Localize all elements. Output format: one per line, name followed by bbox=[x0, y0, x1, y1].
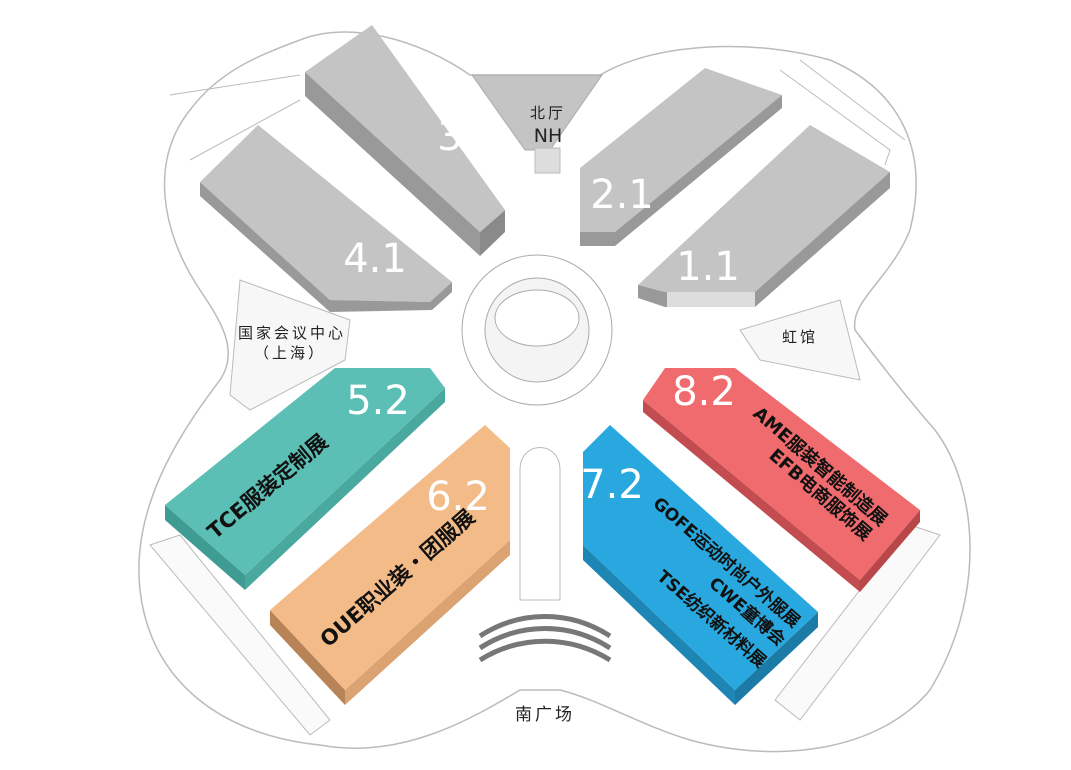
central-rotunda bbox=[461, 254, 613, 406]
north-hall-en-label: NH bbox=[534, 125, 563, 147]
north-hall-cn-label: 北厅 bbox=[530, 104, 566, 122]
side-wing-right bbox=[739, 299, 861, 381]
convention-center-label-2: （上海） bbox=[254, 344, 326, 362]
hall-8.2-number: 8.2 bbox=[672, 369, 736, 415]
bottom-right-wing bbox=[774, 524, 941, 721]
hall-5.2-number: 5.2 bbox=[346, 378, 410, 424]
hall-5.2[interactable]: 5.2 TCE服装定制展 bbox=[165, 368, 445, 590]
hall-4.1[interactable]: 4.1 bbox=[200, 125, 452, 312]
hall-1.1[interactable]: 1.1 bbox=[638, 125, 890, 307]
hall-6.2-number: 6.2 bbox=[426, 474, 490, 520]
north-hall[interactable]: 北厅 NH bbox=[471, 74, 603, 174]
hongqiao-label: 虹馆 bbox=[782, 328, 818, 346]
hall-7.2-number: 7.2 bbox=[580, 462, 644, 508]
south-arches bbox=[478, 614, 612, 663]
south-walkway bbox=[519, 447, 561, 601]
hall-2.1-number: 2.1 bbox=[590, 172, 654, 218]
side-ramp-right bbox=[779, 59, 906, 166]
bottom-left-wing bbox=[149, 534, 331, 736]
hall-2.1[interactable]: 2.1 bbox=[580, 68, 782, 246]
hall-3-number: 3 bbox=[437, 114, 462, 160]
side-ramp-left bbox=[169, 74, 301, 161]
side-wing-left bbox=[229, 279, 351, 411]
convention-center-label: 国家会议中心 bbox=[238, 324, 346, 342]
hall-8.2[interactable]: 8.2 AME服装智能制造展 EFB电商服饰展 bbox=[643, 368, 920, 592]
south-plaza-label: 南广场 bbox=[515, 705, 575, 725]
hall-4.1-number: 4.1 bbox=[343, 236, 407, 282]
hall-3[interactable]: 3 bbox=[305, 25, 505, 256]
hall-1.1-number: 1.1 bbox=[676, 244, 740, 290]
